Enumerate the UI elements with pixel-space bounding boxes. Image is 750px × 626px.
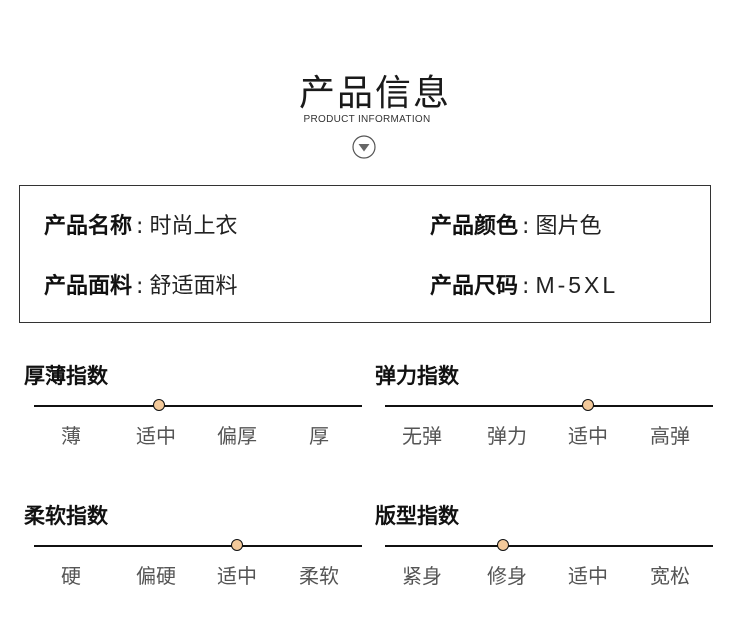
product-size-row: 产品尺码:M-5XL: [430, 268, 618, 300]
scale-indicator: [152, 399, 165, 411]
separator: :: [136, 214, 144, 239]
scale-option: 宽松: [650, 564, 690, 588]
scale-option: 厚: [309, 424, 329, 448]
scale-title: 柔软指数: [24, 504, 108, 528]
scale-option: 适中: [217, 564, 257, 588]
fit-scale: 版型指数 紧身 修身 适中 宽松: [375, 500, 713, 590]
page-subtitle: PRODUCT INFORMATION: [303, 114, 431, 125]
product-name-value: 时尚上衣: [149, 214, 238, 239]
product-color-row: 产品颜色:图片色: [430, 208, 601, 240]
product-fabric-value: 舒适面料: [149, 274, 238, 299]
scale-option: 无弹: [402, 424, 442, 448]
product-fabric-row: 产品面料:舒适面料: [44, 268, 237, 300]
product-size-value: M-5XL: [535, 272, 619, 298]
scale-indicator: [497, 539, 510, 551]
elasticity-scale: 弹力指数 无弹 弹力 适中 高弹: [375, 360, 713, 450]
scale-line: [34, 405, 362, 407]
scale-line: [385, 405, 713, 407]
scale-indicator: [231, 539, 244, 551]
scale-option: 偏硬: [136, 564, 176, 588]
scale-title: 厚薄指数: [24, 364, 108, 388]
product-color-label: 产品颜色: [430, 214, 519, 239]
product-color-value: 图片色: [535, 214, 602, 239]
scale-option: 偏厚: [217, 424, 257, 448]
scale-option: 适中: [568, 424, 608, 448]
scale-option: 适中: [136, 424, 176, 448]
scale-option: 紧身: [402, 564, 442, 588]
product-info-box: 产品名称:时尚上衣 产品颜色:图片色 产品面料:舒适面料 产品尺码:M-5XL: [19, 185, 711, 323]
chevron-down-circle-icon: [352, 135, 376, 159]
product-name-label: 产品名称: [44, 214, 133, 239]
separator: :: [522, 214, 530, 239]
scale-option: 硬: [61, 564, 81, 588]
separator: :: [522, 274, 530, 299]
separator: :: [136, 274, 144, 299]
scale-option: 柔软: [299, 564, 339, 588]
softness-scale: 柔软指数 硬 偏硬 适中 柔软: [24, 500, 362, 590]
product-size-label: 产品尺码: [430, 274, 519, 299]
thickness-scale: 厚薄指数 薄 适中 偏厚 厚: [24, 360, 362, 450]
product-name-row: 产品名称:时尚上衣: [44, 208, 237, 240]
scale-option: 薄: [61, 424, 81, 448]
page-title: 产品信息: [298, 73, 451, 114]
scale-title: 弹力指数: [375, 364, 459, 388]
scale-option: 修身: [487, 564, 527, 588]
scale-option: 弹力: [487, 424, 527, 448]
scale-option: 适中: [568, 564, 608, 588]
scale-title: 版型指数: [375, 504, 459, 528]
scale-line: [385, 545, 713, 547]
scale-option: 高弹: [650, 424, 690, 448]
scale-indicator: [582, 399, 595, 411]
scale-line: [34, 545, 362, 547]
product-fabric-label: 产品面料: [44, 274, 133, 299]
